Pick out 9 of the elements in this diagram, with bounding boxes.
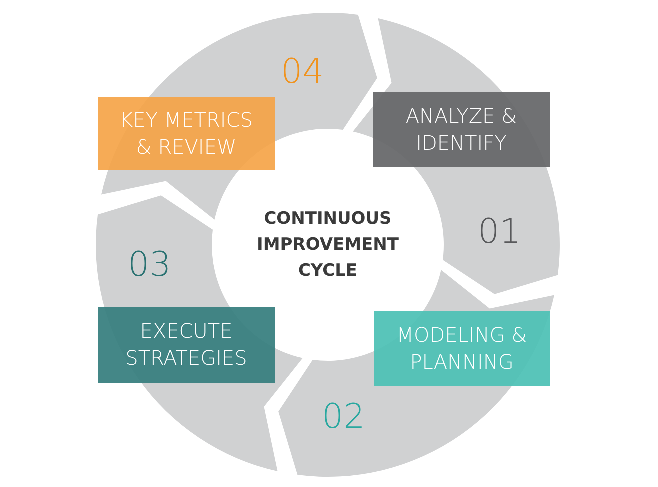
step-number: 03: [128, 245, 172, 285]
stage-box: EXECUTE STRATEGIES: [98, 307, 275, 383]
stage-box: KEY METRICS & REVIEW: [98, 97, 275, 170]
stage-box: ANALYZE & IDENTIFY: [373, 92, 550, 167]
step-number: 01: [478, 212, 522, 252]
step-number: 04: [281, 52, 324, 92]
stage-box: MODELING & PLANNING: [374, 311, 550, 386]
step-number: 02: [322, 397, 366, 437]
cycle-title: CONTINUOUS IMPROVEMENT CYCLE: [256, 208, 400, 283]
